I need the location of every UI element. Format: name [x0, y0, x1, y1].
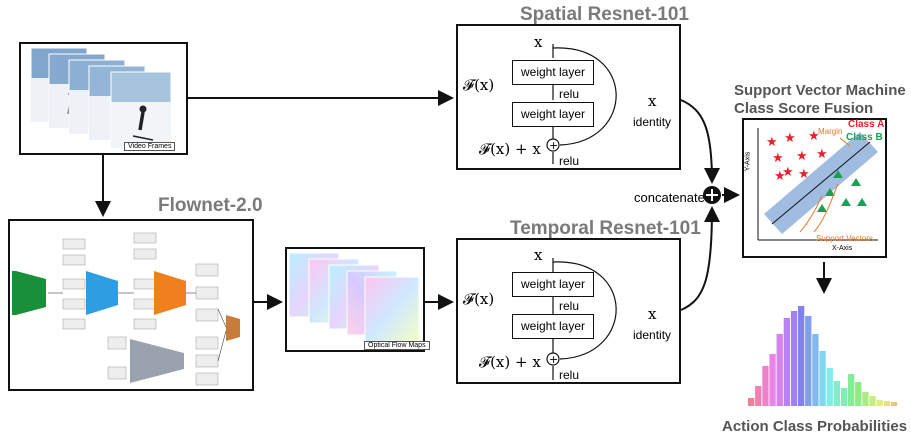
- action-class-probabilities-label: Action Class Probabilities: [722, 418, 908, 435]
- svm-hyperplane: [771, 141, 871, 225]
- spatial-input-x: x: [534, 33, 543, 51]
- spatial-relu-2: relu: [559, 154, 580, 168]
- temporal-connectors: +: [546, 258, 617, 380]
- histogram-bar: [883, 401, 890, 406]
- flownet-s2-shape: [154, 271, 186, 315]
- class-a-points: ★★★ ★★★ ★★★: [766, 129, 828, 184]
- probability-histogram: [748, 306, 898, 406]
- histogram-bar: [862, 392, 869, 406]
- histogram-bar: [748, 398, 755, 406]
- concatenate-label: concatenate: [634, 190, 705, 205]
- svm-title-line-1: Support Vector Machine: [734, 82, 906, 99]
- temporal-weight-layer-2: weight layer: [512, 314, 594, 339]
- temporal-relu-2: relu: [559, 368, 580, 382]
- histogram-bar: [755, 386, 762, 406]
- class-b-points: [817, 170, 867, 212]
- histogram-bar: [790, 311, 798, 406]
- temporal-fx-label: 𝓕(x): [463, 290, 495, 308]
- spatial-add-node: [546, 138, 560, 152]
- histogram-bar: [819, 351, 826, 406]
- histogram-bar: [805, 316, 812, 406]
- spatial-weight-layer-2: weight layer: [512, 102, 594, 127]
- histogram-bar: [826, 368, 833, 406]
- flownet-sd-shape: [130, 339, 184, 383]
- flownet-stage-1: [12, 238, 86, 330]
- flownet-sd-stage: [107, 336, 219, 386]
- svg-text:★: ★: [774, 169, 786, 184]
- temporal-relu-1: relu: [559, 299, 580, 313]
- svg-text:+: +: [549, 139, 558, 152]
- flownet-architecture: [12, 232, 240, 386]
- spatial-fx-label: 𝓕(x): [463, 76, 495, 94]
- spatial-sum-label: 𝓕(x) + x: [479, 140, 541, 158]
- svm-class-a-label: Class A: [848, 119, 885, 130]
- temporal-weight-layer-1: weight layer: [512, 272, 594, 297]
- video-frames-caption: Video Frames: [124, 142, 176, 151]
- spatial-weight-layer-1: weight layer: [512, 60, 594, 85]
- histogram-bar: [769, 354, 776, 406]
- svm-support-vectors-label: Support Vectors: [816, 234, 873, 243]
- optical-flow-stack: [288, 252, 420, 344]
- histogram-bar: [876, 400, 883, 406]
- histogram-bar: [855, 382, 862, 406]
- flownet-s1-shape: [86, 271, 118, 315]
- svg-text:+: +: [549, 353, 558, 366]
- video-frames-stack: [30, 47, 172, 149]
- spatial-identity-x: x: [648, 92, 657, 110]
- flownet-title: Flownet-2.0: [158, 195, 263, 216]
- temporal-resnet-title: Temporal Resnet-101: [510, 218, 701, 239]
- svg-text:★: ★: [766, 135, 778, 150]
- histogram-bar: [833, 381, 840, 406]
- temporal-add-node: [546, 352, 560, 366]
- spatial-identity-label: identity: [633, 115, 672, 129]
- temporal-identity-label: identity: [633, 328, 672, 342]
- spatial-resnet-title: Spatial Resnet-101: [520, 4, 689, 25]
- svg-text:★: ★: [808, 129, 820, 144]
- flownet-c-shape: [16, 271, 46, 315]
- svg-text:★: ★: [798, 167, 810, 182]
- svg-text:★: ★: [816, 147, 828, 162]
- temporal-identity-x: x: [648, 305, 657, 323]
- histogram-bar: [812, 334, 819, 406]
- svg-text:★: ★: [784, 131, 796, 146]
- flownet-stage-2: [86, 232, 157, 330]
- histogram-bar: [776, 334, 783, 406]
- flownet-stage-3: [154, 263, 219, 322]
- histogram-bar: [890, 402, 898, 406]
- frame-5: [110, 71, 172, 149]
- arrow-temporal-to-concat: [680, 206, 720, 311]
- temporal-input-x: x: [534, 246, 543, 264]
- histogram-bar: [798, 306, 805, 406]
- fusion-shape: [226, 315, 240, 341]
- svm-plot: ★★★ ★★★ ★★★: [757, 128, 878, 241]
- temporal-sum-label: 𝓕(x) + x: [479, 353, 541, 371]
- histogram-bar: [762, 366, 769, 406]
- arrow-spatial-to-concat: [680, 99, 720, 184]
- optical-flow-caption: Optical Flow Maps: [364, 341, 430, 350]
- svm-class-b-label: Class B: [846, 132, 883, 143]
- svg-text:★: ★: [782, 165, 794, 180]
- histogram-bar: [840, 388, 848, 406]
- svm-title-line-2: Class Score Fusion: [734, 100, 874, 117]
- spatial-connectors: +: [546, 44, 617, 164]
- spatial-relu-1: relu: [559, 87, 580, 101]
- histogram-bar: [869, 396, 876, 406]
- svg-text:★: ★: [796, 149, 808, 164]
- histogram-bar: [848, 374, 855, 406]
- svm-margin-label: Margin: [818, 127, 843, 136]
- histogram-bar: [783, 318, 790, 406]
- svm-x-axis-label: X-Axis: [832, 245, 853, 252]
- svg-text:★: ★: [772, 151, 784, 166]
